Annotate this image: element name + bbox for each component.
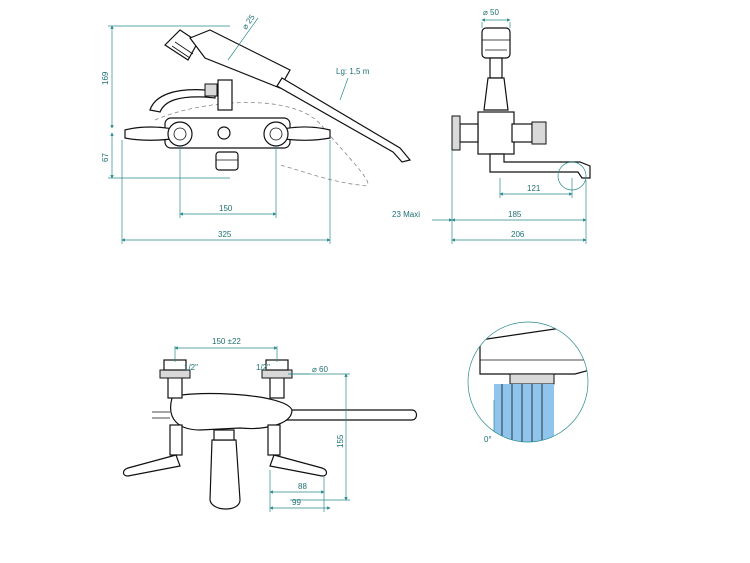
side-body	[477, 111, 515, 155]
outlet	[215, 151, 239, 171]
dim-23-maxi: 23 Maxi	[392, 210, 420, 219]
side-shower-head	[481, 27, 511, 59]
dim-88: 88	[298, 482, 307, 491]
top-outlet	[209, 439, 241, 510]
dim-169: 169	[101, 71, 110, 85]
thread-right: 1/2"	[256, 363, 270, 372]
dim-185: 185	[508, 210, 522, 219]
dim-121: 121	[527, 184, 541, 193]
dim-67: 67	[101, 153, 110, 162]
top-view: 150 ±22 1/2" 1/2" ⌀ 60 155 88 99	[122, 337, 418, 512]
dim-dia25: ⌀ 25	[240, 12, 257, 31]
dim-99: 99	[292, 498, 301, 507]
top-right-handle	[269, 454, 328, 477]
dim-155: 155	[336, 434, 345, 448]
hand-shower	[164, 29, 291, 89]
front-view: 169 67 150 325 ⌀ 25 Lg: 1,5 m	[101, 12, 412, 244]
dim-dia60: ⌀ 60	[312, 365, 328, 374]
side-view: ⌀ 50 121 185 206 23 Maxi	[392, 8, 591, 244]
detail-circle	[467, 321, 589, 443]
spray-jet	[494, 384, 554, 442]
dim-206: 206	[511, 230, 525, 239]
holder-column	[217, 79, 233, 111]
right-handle	[277, 126, 331, 141]
top-hose	[279, 409, 418, 421]
side-spout	[489, 153, 591, 179]
dim-150: 150	[219, 204, 233, 213]
swing-arc	[154, 102, 369, 187]
dim-325: 325	[218, 230, 232, 239]
dim-dia50: ⌀ 50	[483, 8, 499, 17]
top-left-handle	[122, 454, 181, 477]
hose-length-label: Lg: 1,5 m	[336, 67, 370, 76]
thread-left: 1/2"	[184, 363, 198, 372]
angle-0: 0°	[484, 435, 492, 444]
outlet-detail: 0°	[467, 321, 589, 444]
dim-150-tol: 150 ±22	[212, 337, 241, 346]
hose	[276, 77, 412, 163]
